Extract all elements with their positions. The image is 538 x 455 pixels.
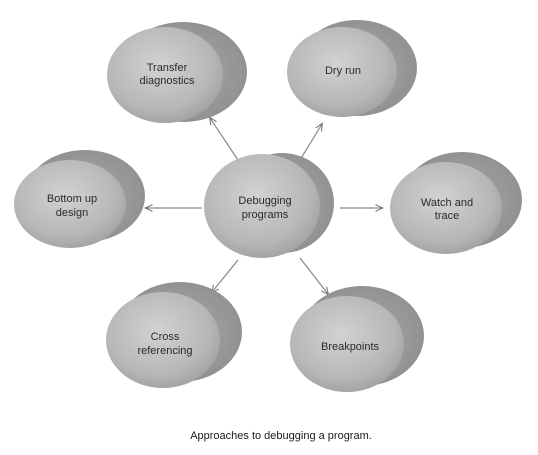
node-label-line2: trace [435, 210, 459, 222]
node-watch-and-trace: Watch and trace [390, 152, 522, 254]
arrow-to-transfer [210, 118, 239, 161]
node-cross-referencing: Cross referencing [106, 282, 242, 388]
node-dry-run: Dry run [287, 20, 417, 117]
node-label-line2: design [56, 207, 88, 219]
node-transfer-diagnostics: Transfer diagnostics [107, 22, 247, 123]
node-label-line1: Watch and [421, 197, 473, 209]
center-label-line1: Debugging [238, 195, 291, 207]
node-bottom-up-design: Bottom up design [14, 150, 145, 248]
connector-arrows [146, 118, 382, 294]
center-label-line2: programs [242, 209, 289, 221]
diagram-caption: Approaches to debugging a program. [190, 430, 372, 442]
node-debugging-programs: Debugging programs [204, 153, 334, 258]
node-label-line1: Dry run [325, 65, 361, 77]
node-label-line1: Transfer [147, 62, 188, 74]
node-label-line2: diagnostics [139, 75, 195, 87]
arrow-to-dry-run [299, 124, 322, 161]
node-label-line1: Cross [151, 331, 180, 343]
node-label-line1: Bottom up [47, 193, 97, 205]
node-label-line1: Breakpoints [321, 341, 380, 353]
arrow-to-cross [212, 259, 239, 292]
arrow-to-breakpoints [299, 257, 328, 294]
node-label-line2: referencing [137, 345, 192, 357]
node-breakpoints: Breakpoints [290, 286, 424, 392]
